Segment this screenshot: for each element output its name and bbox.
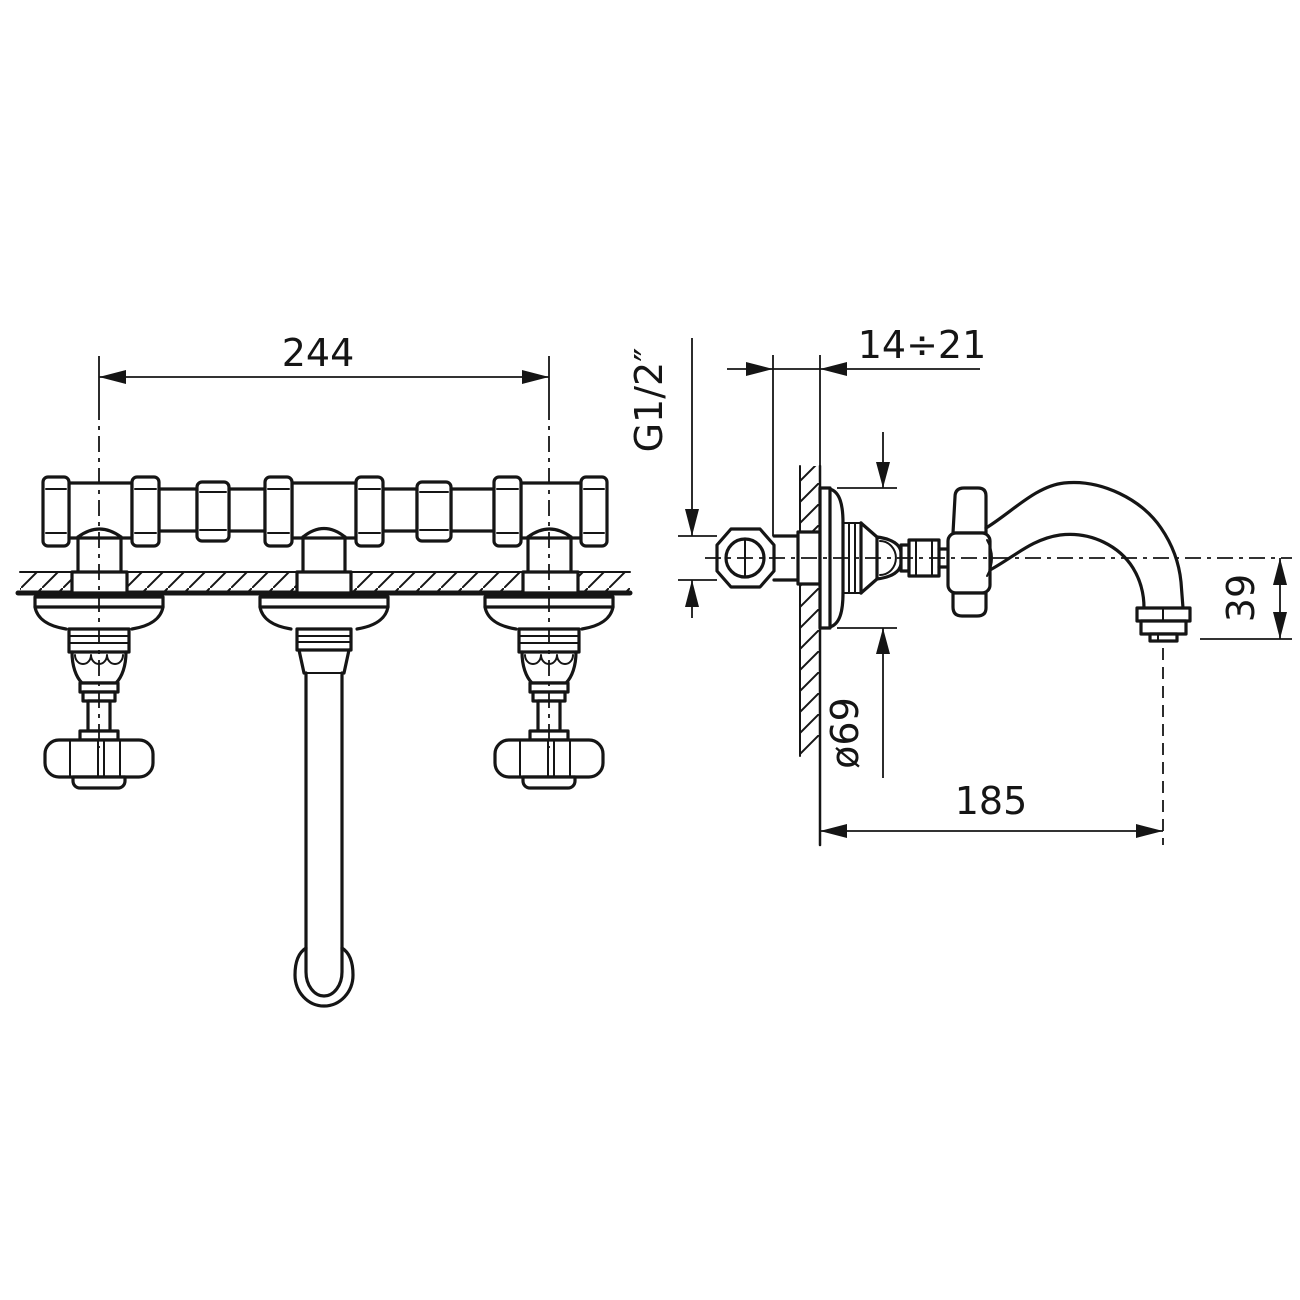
dim-label-inlet-thread: G1/2″ bbox=[627, 348, 671, 453]
dim-escutcheon-diameter: ø69 bbox=[823, 432, 897, 778]
dim-spout-reach: 185 bbox=[820, 779, 1163, 838]
spout-side bbox=[984, 480, 1192, 845]
cross-handle-side bbox=[946, 486, 993, 618]
spout-front bbox=[293, 627, 355, 1008]
dim-label-spout-reach: 185 bbox=[955, 779, 1028, 823]
union-nuts bbox=[195, 480, 453, 543]
escutcheon-center bbox=[258, 595, 390, 631]
dim-inlet-thread: G1/2″ bbox=[627, 338, 717, 618]
manifold bbox=[41, 475, 609, 595]
side-view: 14÷21 G1/2″ ø69 39 bbox=[627, 323, 1292, 847]
front-view: 244 bbox=[15, 331, 633, 1008]
aerator bbox=[1135, 606, 1192, 643]
dim-wall-thickness: 14÷21 bbox=[727, 323, 986, 536]
dim-hole-spacing: 244 bbox=[98, 331, 550, 404]
wall-section-side bbox=[799, 464, 822, 847]
centerlines-front bbox=[98, 404, 550, 748]
dim-label-wall-thickness: 14÷21 bbox=[858, 323, 987, 367]
dim-label-hole-spacing: 244 bbox=[282, 331, 355, 375]
coupling-nuts bbox=[41, 475, 609, 548]
dim-label-spout-drop: 39 bbox=[1219, 574, 1263, 622]
dim-spout-drop: 39 bbox=[1200, 558, 1292, 640]
dim-label-escutcheon-diameter: ø69 bbox=[823, 697, 867, 769]
